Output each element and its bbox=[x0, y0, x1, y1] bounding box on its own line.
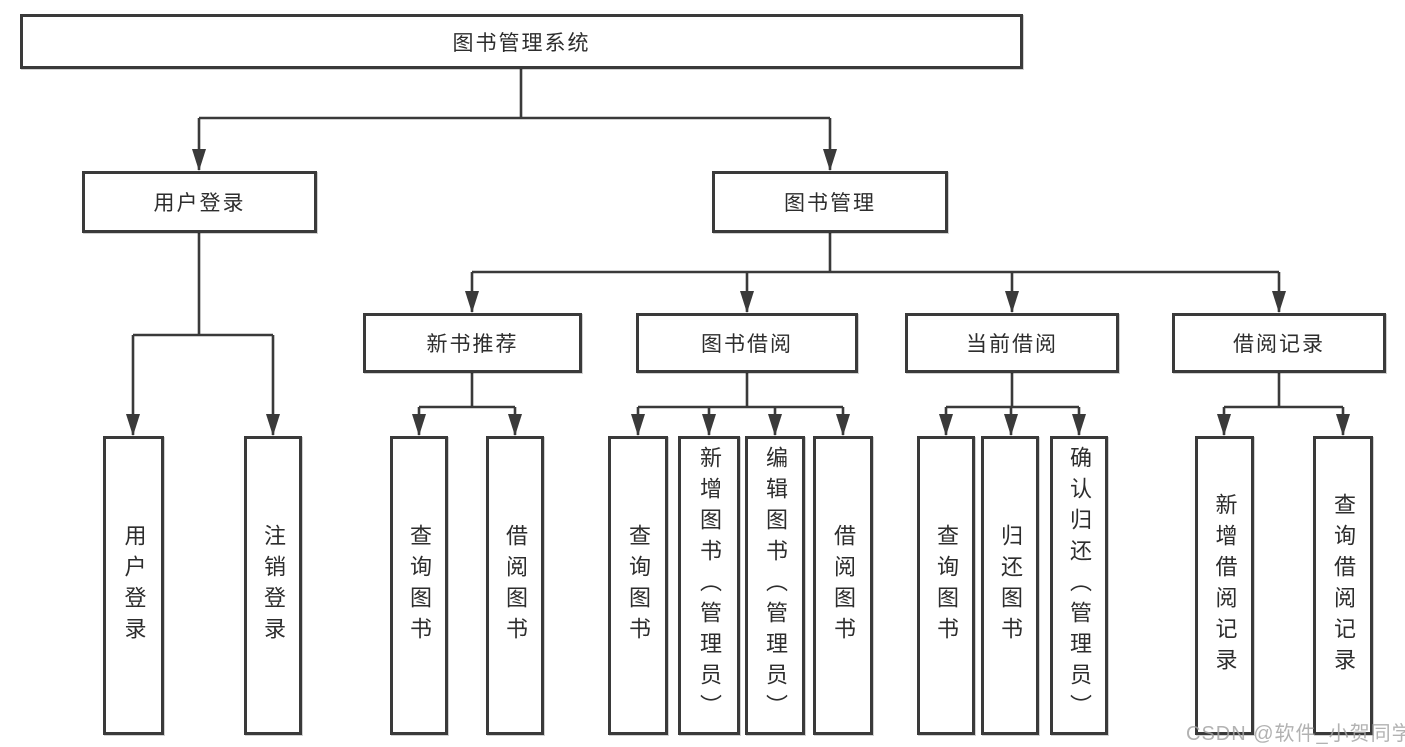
leaf-newbook-borrow-books-label: 借阅图书 bbox=[503, 523, 528, 648]
leaf-logout: 注销登录 bbox=[244, 436, 302, 735]
leaf-query-borrow-record-label: 查询借阅记录 bbox=[1331, 492, 1356, 679]
leaf-current-query-books-label: 查询图书 bbox=[934, 523, 959, 648]
leaf-confirm-return-admin: 确认归还（管理员） bbox=[1050, 436, 1108, 735]
node-root: 图书管理系统 bbox=[20, 14, 1023, 69]
node-user-login-label: 用户登录 bbox=[153, 192, 246, 215]
leaf-logout-label: 注销登录 bbox=[261, 523, 286, 648]
leaf-borrow-query-books-label: 查询图书 bbox=[626, 523, 651, 648]
node-user-login: 用户登录 bbox=[82, 171, 317, 233]
node-borrow-records: 借阅记录 bbox=[1172, 313, 1386, 373]
node-book-management-label: 图书管理 bbox=[784, 192, 876, 215]
connector-book-borrow-children bbox=[631, 373, 850, 436]
csdn-watermark: CSDN @软件_小贺同学 bbox=[1186, 723, 1405, 745]
node-new-book-recommend-label: 新书推荐 bbox=[426, 333, 519, 356]
leaf-user-login: 用户登录 bbox=[103, 436, 164, 735]
connector-new-book-children bbox=[412, 373, 522, 436]
leaf-newbook-query-books-label: 查询图书 bbox=[407, 523, 432, 648]
connector-borrow-records-children bbox=[1217, 373, 1350, 436]
node-new-book-recommend: 新书推荐 bbox=[363, 313, 582, 373]
leaf-edit-book-admin: 编辑图书（管理员） bbox=[745, 436, 805, 735]
leaf-borrow-query-books: 查询图书 bbox=[608, 436, 668, 735]
leaf-query-borrow-record: 查询借阅记录 bbox=[1313, 436, 1373, 735]
node-book-borrow: 图书借阅 bbox=[636, 313, 858, 373]
leaf-user-login-label: 用户登录 bbox=[121, 523, 147, 648]
leaf-newbook-borrow-books: 借阅图书 bbox=[486, 436, 544, 735]
leaf-borrow-book-label: 借阅图书 bbox=[831, 523, 856, 648]
node-current-borrow-label: 当前借阅 bbox=[966, 333, 1058, 356]
node-current-borrow: 当前借阅 bbox=[905, 313, 1119, 373]
node-book-management: 图书管理 bbox=[712, 171, 948, 233]
leaf-edit-book-admin-label: 编辑图书（管理员） bbox=[763, 446, 788, 725]
node-book-borrow-label: 图书借阅 bbox=[701, 333, 793, 356]
leaf-current-query-books: 查询图书 bbox=[917, 436, 975, 735]
node-root-label: 图书管理系统 bbox=[452, 31, 591, 55]
leaf-return-book-label: 归还图书 bbox=[998, 523, 1023, 648]
leaf-add-book-admin-label: 新增图书（管理员） bbox=[697, 446, 722, 725]
leaf-add-borrow-record-label: 新增借阅记录 bbox=[1212, 492, 1238, 679]
leaf-confirm-return-admin-label: 确认归还（管理员） bbox=[1067, 446, 1092, 725]
connector-book-management-children bbox=[465, 233, 1286, 313]
leaf-borrow-book: 借阅图书 bbox=[813, 436, 873, 735]
leaf-return-book: 归还图书 bbox=[981, 436, 1039, 735]
connector-user-login-children bbox=[126, 233, 280, 436]
leaf-add-borrow-record: 新增借阅记录 bbox=[1195, 436, 1254, 735]
leaf-add-book-admin: 新增图书（管理员） bbox=[678, 436, 740, 735]
leaf-newbook-query-books: 查询图书 bbox=[390, 436, 448, 735]
node-borrow-records-label: 借阅记录 bbox=[1233, 333, 1325, 356]
connector-current-borrow-children bbox=[939, 373, 1086, 436]
connector-root-to-level2 bbox=[192, 69, 837, 171]
